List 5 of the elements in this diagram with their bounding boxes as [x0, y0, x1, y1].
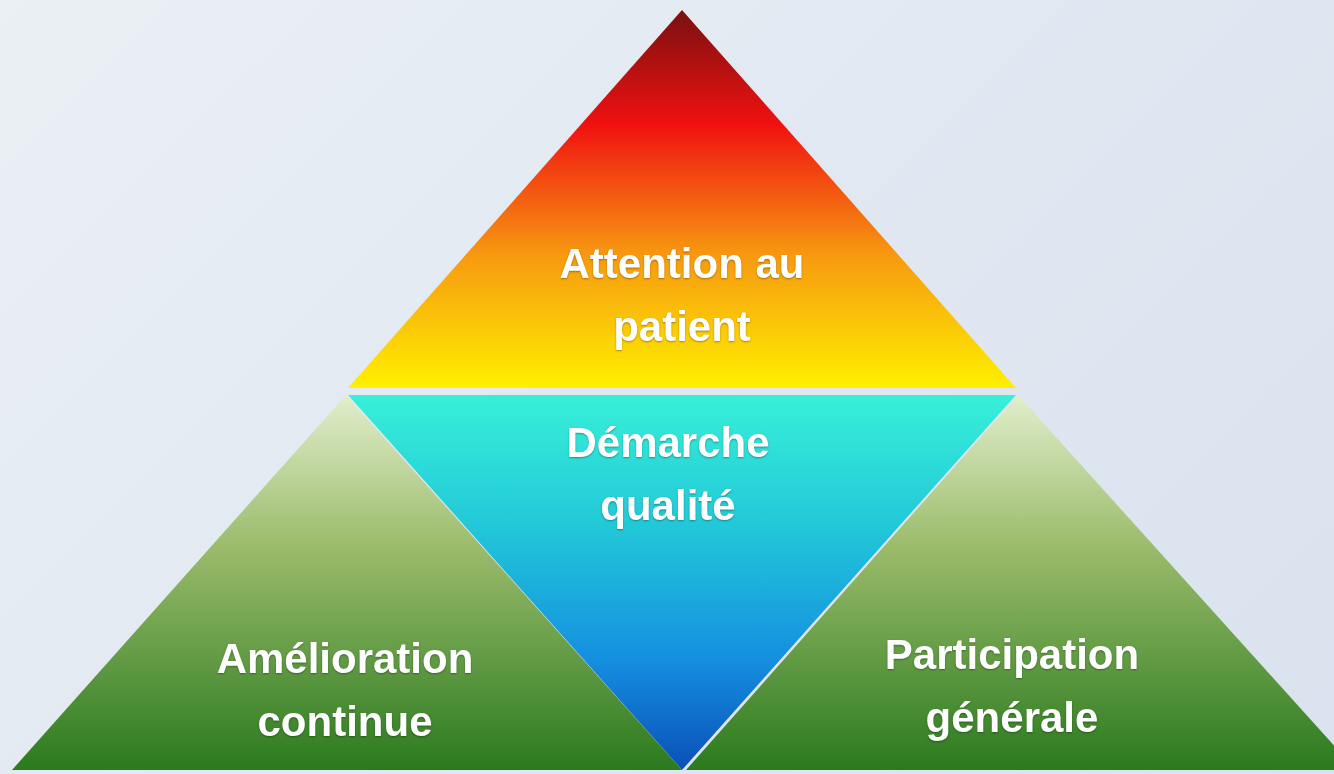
pyramid-segment [348, 10, 1016, 388]
segment-label: Amélioration continue [215, 634, 475, 747]
segment-label: Participation générale [883, 630, 1141, 743]
segment-label: Attention au patient [558, 239, 806, 352]
segment-label: Démarche qualité [565, 418, 771, 531]
